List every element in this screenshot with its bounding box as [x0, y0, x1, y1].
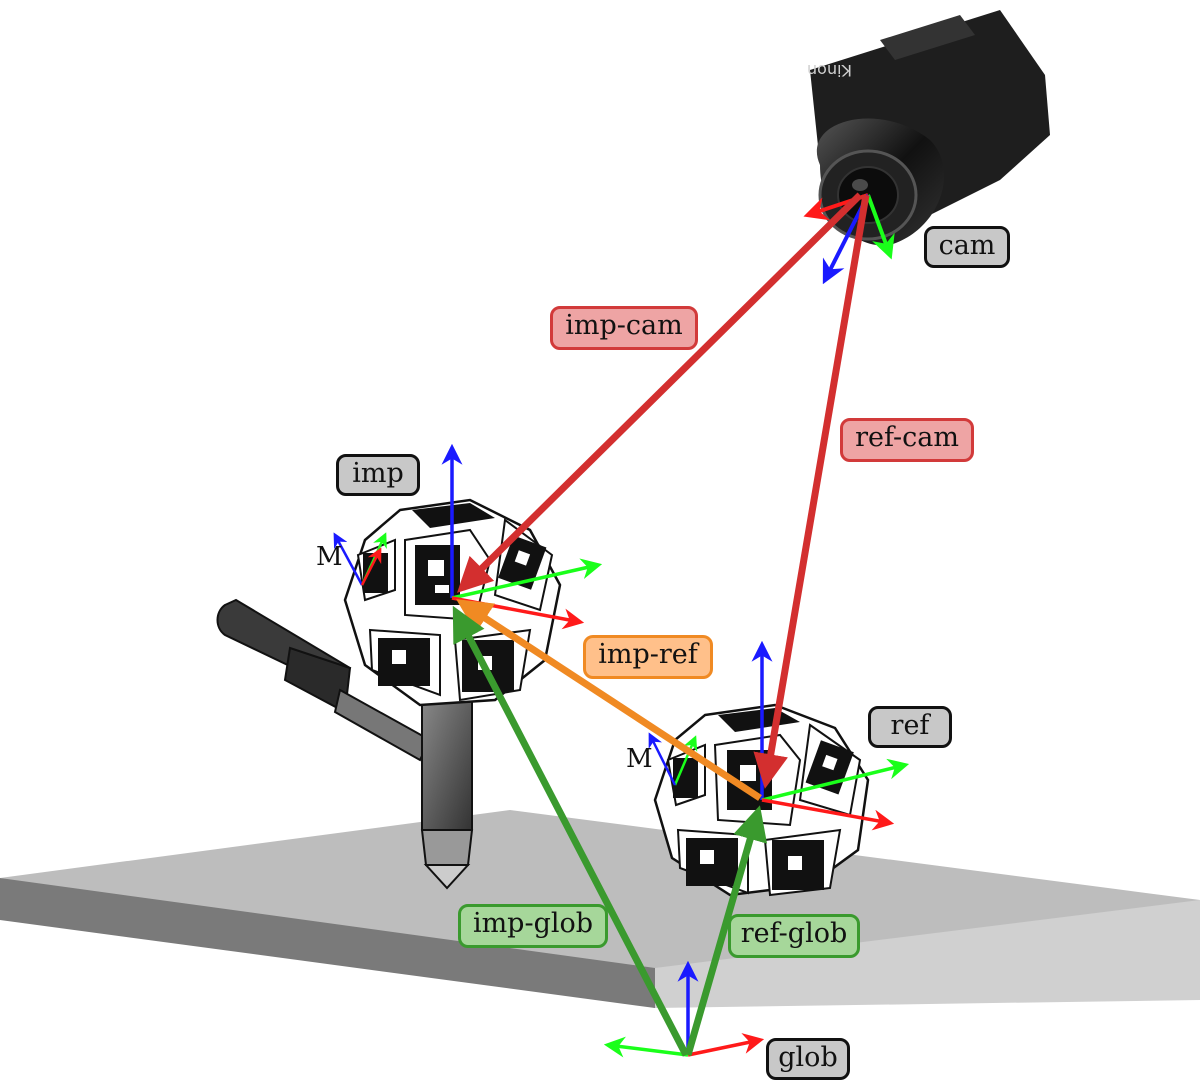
- ref-glob-arrow: [684, 805, 768, 1056]
- transform-arrows: [452, 192, 870, 1057]
- camera-brand-text: Kinon: [807, 61, 852, 80]
- imp-ref-arrow: [456, 599, 762, 801]
- ref-glob-label: ref-glob: [728, 914, 860, 958]
- ref-marker-label: M: [626, 744, 653, 774]
- imp-ref-label: imp-ref: [583, 635, 713, 679]
- camera-icon: Kinon: [807, 10, 1050, 246]
- imp-cam-label: imp-cam: [550, 306, 698, 350]
- imp-glob-label: imp-glob: [458, 904, 608, 948]
- imp-cam-arrow: [457, 192, 863, 593]
- pen-tool: [216, 598, 474, 890]
- ref-frame-label: ref: [868, 706, 952, 748]
- imp-glob-arrow: [452, 605, 690, 1057]
- cam-frame-label: cam: [924, 226, 1010, 268]
- ref-cam-label: ref-cam: [840, 418, 974, 462]
- glob-axes: [603, 960, 765, 1058]
- imp-frame-label: imp: [336, 454, 420, 496]
- ref-cam-arrow: [753, 194, 870, 789]
- glob-frame-label: glob: [766, 1038, 850, 1080]
- imp-marker-label: M: [316, 542, 343, 572]
